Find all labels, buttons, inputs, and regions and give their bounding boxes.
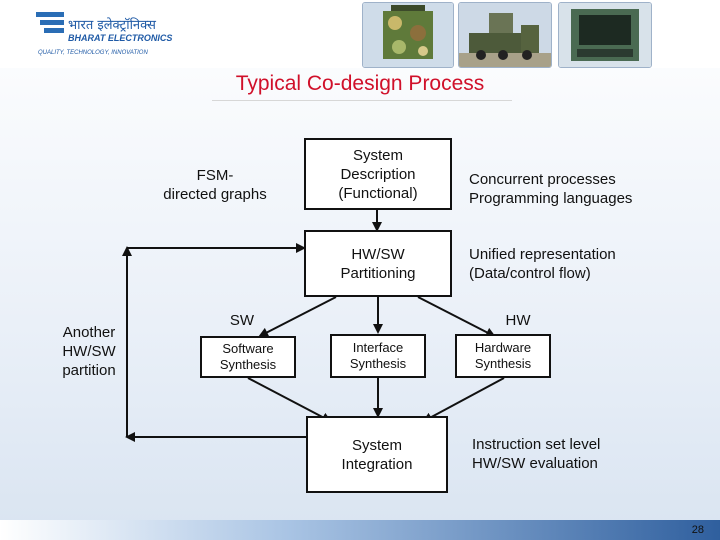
interface-synthesis-box: Interface Synthesis xyxy=(330,334,426,378)
header-bar: भारत इलेक्ट्रॉनिक्स BHARAT ELECTRONICS Q… xyxy=(0,0,720,68)
unified-label: Unified representation (Data/control flo… xyxy=(469,246,616,282)
page-title: Typical Co-design Process xyxy=(235,72,485,95)
product-photo-truck xyxy=(458,2,552,68)
system-integration-box: System Integration xyxy=(306,416,448,493)
hardware-synthesis-box: Hardware Synthesis xyxy=(455,334,551,378)
footer-bar xyxy=(0,520,720,540)
system-description-box: System Description (Functional) xyxy=(304,138,452,210)
concurrent-label: Concurrent processes Programming languag… xyxy=(469,171,633,207)
fsm-label: FSM- directed graphs xyxy=(163,167,267,203)
page-number: 28 xyxy=(691,524,704,536)
hw-sw-partitioning-box: HW/SW Partitioning xyxy=(304,230,452,297)
title-divider xyxy=(212,100,512,101)
svg-text:भारत इलेक्ट्रॉनिक्स: भारत इलेक्ट्रॉनिक्स xyxy=(68,17,156,33)
logo-text: BHARAT ELECTRONICS xyxy=(68,33,172,43)
instruction-set-label: Instruction set level HW/SW evaluation xyxy=(472,436,601,472)
software-synthesis-box: Software Synthesis xyxy=(200,336,296,378)
product-photo-case xyxy=(362,2,454,68)
sw-label: SW xyxy=(229,312,255,329)
logo-tagline: QUALITY, TECHNOLOGY, INNOVATION xyxy=(38,50,148,56)
hw-label: HW xyxy=(505,312,531,329)
another-partition-label: Another HW/SW partition xyxy=(62,324,116,379)
company-logo: भारत इलेक्ट्रॉनिक्स BHARAT ELECTRONICS Q… xyxy=(36,10,176,60)
product-photo-console xyxy=(558,2,652,68)
